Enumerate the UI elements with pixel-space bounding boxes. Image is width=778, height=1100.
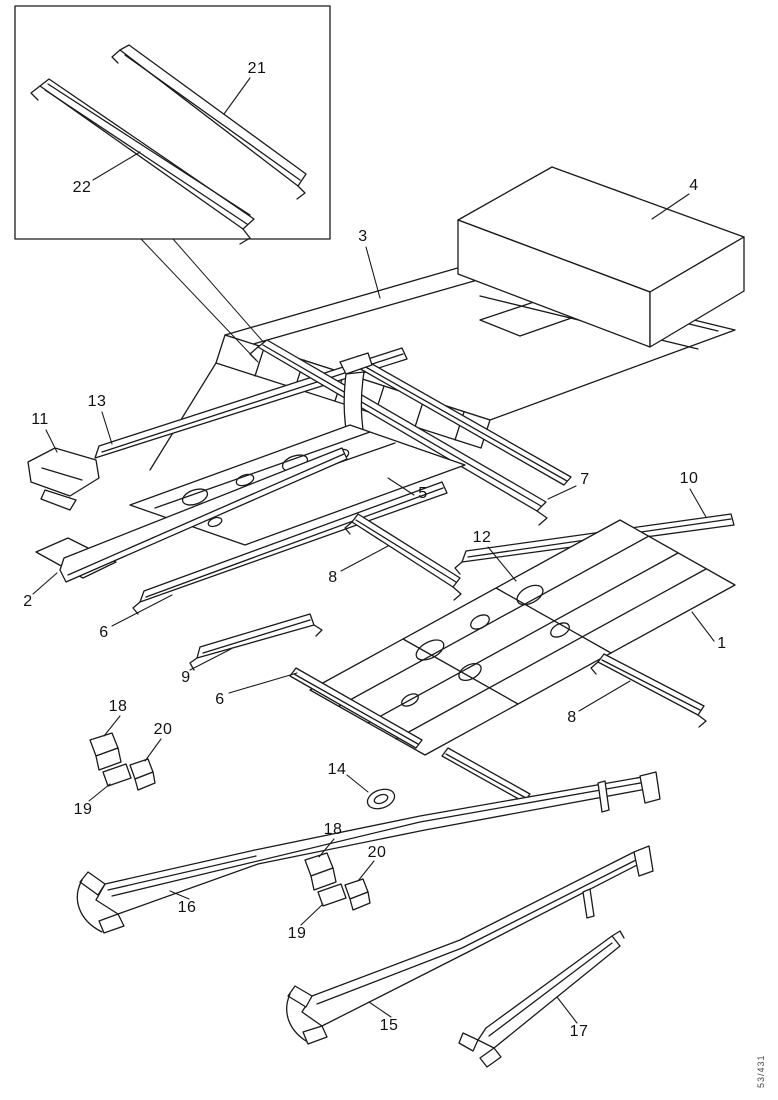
callout-14: 14	[327, 761, 347, 778]
callout-5: 5	[418, 485, 428, 502]
callout-20-b: 20	[367, 844, 387, 861]
sill-rail-6b	[289, 667, 423, 749]
callout-20-a: 20	[153, 721, 173, 738]
callout-10: 10	[679, 470, 699, 487]
side-member-16	[76, 771, 661, 934]
side-member-2	[35, 447, 348, 583]
inset-reference-line-2	[172, 238, 274, 354]
callout-3: 3	[358, 228, 368, 245]
crossmember-9	[189, 613, 323, 671]
bracket-20a	[129, 758, 156, 791]
callout-11: 11	[31, 411, 49, 428]
crossmember-21	[111, 44, 307, 200]
bracket-19b	[317, 883, 347, 907]
grommet-14	[366, 788, 396, 810]
callout-6-a: 6	[99, 624, 109, 641]
callout-4: 4	[689, 177, 699, 194]
sill-rail-6a	[132, 481, 448, 615]
bracket-18a	[89, 732, 122, 771]
bracket-19a	[102, 763, 132, 787]
crossrail-8a	[344, 513, 462, 601]
side-member-15	[286, 845, 654, 1045]
bracket-18b	[304, 852, 337, 891]
callout-6-b: 6	[215, 691, 225, 708]
callout-19-a: 19	[73, 801, 93, 818]
callout-21: 21	[247, 60, 267, 77]
mat-block-4	[457, 166, 745, 348]
callout-2: 2	[23, 593, 33, 610]
callout-19-b: 19	[287, 925, 307, 942]
seat-rail-7	[249, 339, 548, 526]
callout-8-b: 8	[567, 709, 577, 726]
callout-8-a: 8	[328, 569, 338, 586]
front-floor-pan-1	[309, 519, 736, 756]
crossrail-small	[441, 747, 531, 803]
callout-18-a: 18	[108, 698, 128, 715]
callout-17: 17	[569, 1023, 589, 1040]
inset-reference-line-1	[140, 238, 259, 363]
callout-15: 15	[379, 1017, 399, 1034]
crossmember-22	[30, 78, 255, 245]
drawing-corner-code: 53/431	[756, 1054, 766, 1088]
crossrail-8b	[590, 653, 707, 728]
end-bracket-11	[27, 447, 100, 511]
inset-box	[14, 5, 331, 240]
callout-7: 7	[580, 471, 590, 488]
callout-18-b: 18	[323, 821, 343, 838]
leader-lines	[32, 77, 715, 1024]
callout-1: 1	[717, 635, 727, 652]
callout-13: 13	[87, 393, 107, 410]
callout-16: 16	[177, 899, 197, 916]
callout-12: 12	[472, 529, 492, 546]
callout-22: 22	[72, 179, 92, 196]
callout-9: 9	[181, 669, 191, 686]
bracket-20b	[344, 878, 371, 911]
rail-extension-17	[458, 930, 625, 1068]
